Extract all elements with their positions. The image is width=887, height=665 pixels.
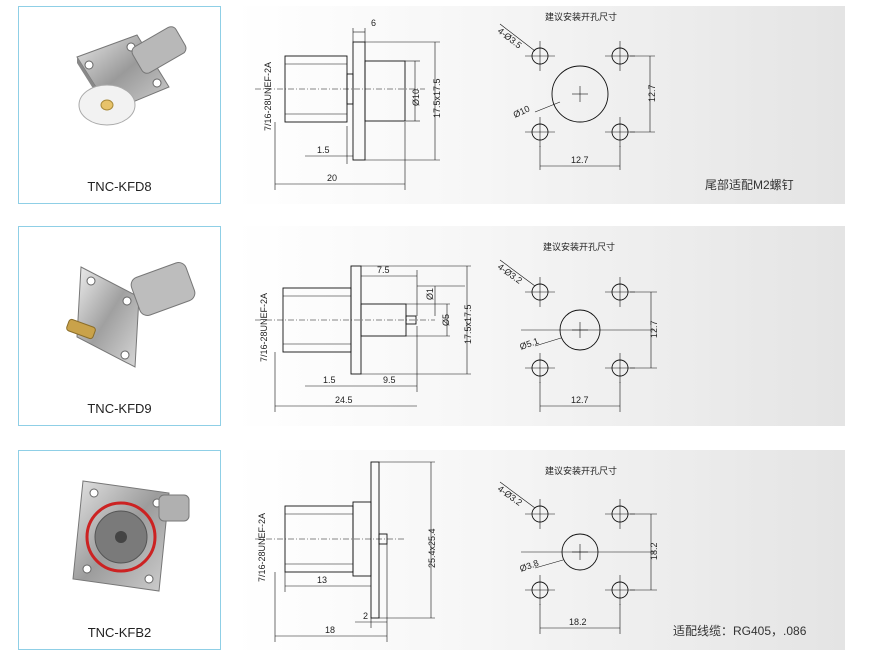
product-row-kfb2: TNC-KFB2 25.4x25.4 13 2 18 7/16-28UNEF-2… <box>0 444 887 659</box>
dim-body-diameter: Ø10 <box>411 89 421 106</box>
dim-thickness: 1.5 <box>317 145 330 155</box>
center-hole-diameter: Ø5.1 <box>518 336 540 352</box>
dim-pin-length: 7.5 <box>377 265 390 275</box>
dim-tail-length: 9.5 <box>383 375 396 385</box>
thread-spec: 7/16-28UNEF-2A <box>257 513 267 582</box>
center-hole-diameter: Ø10 <box>512 104 532 120</box>
dim-body-diameter: Ø5 <box>441 314 451 326</box>
product-row-kfd8: TNC-KFD8 6 Ø10 17.5x17.5 1.5 <box>0 0 887 210</box>
dim-flange-size: 17.5x17.5 <box>432 78 442 118</box>
thread-spec: 7/16-28UNEF-2A <box>259 293 269 362</box>
product-photo-kfd9 <box>66 262 196 368</box>
dim-flange-thickness: 2 <box>363 611 368 621</box>
product-note: 适配线缆：RG405，.086 <box>673 624 807 638</box>
hole-spec: 4-Ø3.2 <box>496 484 524 508</box>
product-photo-kfb2 <box>72 480 190 592</box>
product-photo-frame: TNC-KFD9 <box>18 226 221 426</box>
dim-flange-width: 6 <box>371 18 376 28</box>
dim-total-length: 24.5 <box>335 395 353 405</box>
technical-drawing: 25.4x25.4 13 2 18 7/16-28UNEF-2A 建议安装开孔尺… <box>255 461 659 642</box>
hole-spec: 4-Ø3.5 <box>496 26 524 51</box>
dim-pin-diameter: Ø1 <box>425 288 435 300</box>
product-photo-frame: TNC-KFB2 <box>18 450 221 650</box>
hole-title: 建议安装开孔尺寸 <box>545 465 617 476</box>
hole-spacing-y: 12.7 <box>647 84 657 102</box>
dim-flange-size: 25.4x25.4 <box>427 528 437 568</box>
dim-front-length: 13 <box>317 575 327 585</box>
product-note: 尾部适配M2螺钉 <box>705 178 794 192</box>
dim-total-length: 20 <box>327 173 337 183</box>
hole-spacing-y: 12.7 <box>649 320 659 338</box>
technical-drawing: 7.5 Ø1 Ø5 17.5x17.5 1.5 9.5 24.5 7/16-28… <box>255 241 659 412</box>
hole-title: 建议安装开孔尺寸 <box>545 11 617 22</box>
drawing-panel-kfb2: 25.4x25.4 13 2 18 7/16-28UNEF-2A 建议安装开孔尺… <box>235 450 845 650</box>
hole-spec: 4-Ø3.2 <box>496 262 524 286</box>
hole-spacing-x: 12.7 <box>571 395 589 405</box>
model-label: TNC-KFD9 <box>87 401 152 416</box>
drawing-panel-kfd8: 6 Ø10 17.5x17.5 1.5 20 7/16-28UNEF-2A 建议… <box>235 6 845 204</box>
dim-thickness: 1.5 <box>323 375 336 385</box>
product-photo-kfd8 <box>76 26 187 126</box>
product-photo-frame: TNC-KFD8 <box>18 6 221 204</box>
technical-drawing: 6 Ø10 17.5x17.5 1.5 20 7/16-28UNEF-2A 建议… <box>255 11 657 190</box>
hole-spacing-y: 18.2 <box>649 542 659 560</box>
model-label: TNC-KFD8 <box>87 179 152 194</box>
hole-spacing-x: 18.2 <box>569 617 587 627</box>
dim-total-length: 18 <box>325 625 335 635</box>
drawing-panel-kfd9: 7.5 Ø1 Ø5 17.5x17.5 1.5 9.5 24.5 7/16-28… <box>235 226 845 426</box>
hole-title: 建议安装开孔尺寸 <box>543 241 615 252</box>
product-row-kfd9: TNC-KFD9 7.5 Ø1 Ø5 17.5x17.5 1.5 <box>0 220 887 430</box>
center-hole-diameter: Ø3.8 <box>518 558 540 574</box>
thread-spec: 7/16-28UNEF-2A <box>263 62 273 131</box>
model-label: TNC-KFB2 <box>87 625 152 640</box>
hole-spacing-x: 12.7 <box>571 155 589 165</box>
dim-flange-size: 17.5x17.5 <box>463 304 473 344</box>
